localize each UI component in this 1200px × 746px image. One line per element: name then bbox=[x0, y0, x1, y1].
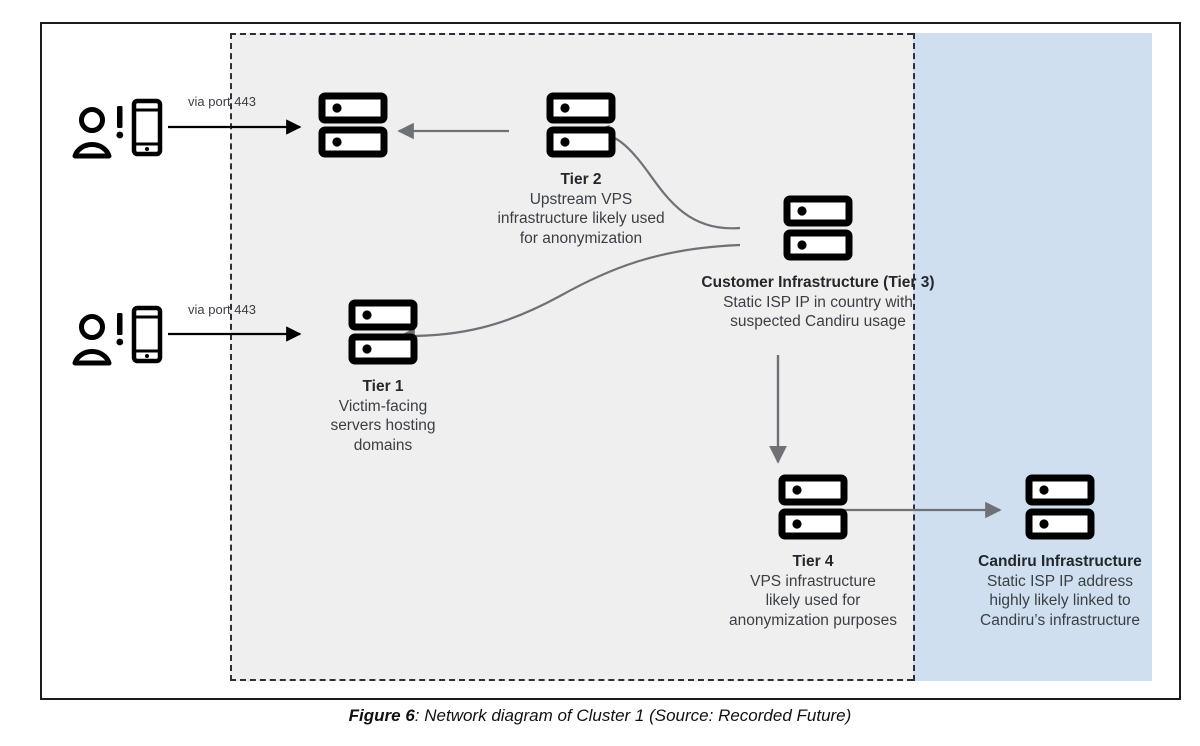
edge-label-via-port-443-bottom: via port 443 bbox=[188, 302, 256, 317]
node-tier3-title: Customer Infrastructure (Tier 3) bbox=[701, 274, 935, 291]
node-tier2-description: Upstream VPS infrastructure likely used … bbox=[497, 190, 665, 247]
node-tier3-caption: Customer Infrastructure (Tier 3) Static … bbox=[668, 273, 968, 332]
victim-phone-icon bbox=[72, 305, 163, 366]
figure-caption-label: Figure 6 bbox=[348, 706, 415, 725]
node-tier1-caption: Tier 1 Victim-facing servers hosting dom… bbox=[253, 377, 513, 455]
node-tier1-title: Tier 1 bbox=[362, 378, 404, 395]
node-tier2-title: Tier 2 bbox=[560, 171, 602, 188]
server-icon bbox=[778, 474, 848, 540]
server-icon bbox=[318, 92, 388, 158]
node-candiru-title: Candiru Infrastructure bbox=[978, 553, 1142, 570]
node-candiru-caption: Candiru Infrastructure Static ISP IP add… bbox=[940, 552, 1180, 630]
node-tier3-customer-infrastructure: Customer Infrastructure (Tier 3) Static … bbox=[701, 193, 935, 330]
candiru-infrastructure-zone bbox=[913, 33, 1152, 681]
victim-phone-icon bbox=[72, 98, 163, 159]
victim-node-bottom bbox=[72, 299, 164, 371]
edge-label-via-port-443-top: via port 443 bbox=[188, 94, 256, 109]
node-tier4: Tier 4 VPS infrastructure likely used fo… bbox=[729, 472, 897, 629]
figure-caption-text: : Network diagram of Cluster 1 (Source: … bbox=[414, 706, 852, 725]
server-icon bbox=[348, 299, 418, 365]
node-tier2: Tier 2 Upstream VPS infrastructure likel… bbox=[497, 90, 665, 247]
node-candiru-infrastructure: Candiru Infrastructure Static ISP IP add… bbox=[978, 472, 1142, 629]
node-tier4-title: Tier 4 bbox=[792, 553, 834, 570]
node-tier2-caption: Tier 2 Upstream VPS infrastructure likel… bbox=[451, 170, 711, 248]
server-icon bbox=[546, 92, 616, 158]
server-node-tier2-edge bbox=[318, 90, 388, 160]
node-tier4-caption: Tier 4 VPS infrastructure likely used fo… bbox=[673, 552, 953, 630]
victim-node-top bbox=[72, 92, 164, 164]
node-tier4-description: VPS infrastructure likely used for anony… bbox=[728, 572, 898, 629]
server-icon bbox=[783, 195, 853, 261]
figure-caption: Figure 6: Network diagram of Cluster 1 (… bbox=[0, 706, 1200, 726]
node-candiru-description: Static ISP IP address highly likely link… bbox=[980, 572, 1140, 629]
node-tier1-description: Victim-facing servers hosting domains bbox=[330, 397, 436, 454]
node-tier1: Tier 1 Victim-facing servers hosting dom… bbox=[318, 297, 448, 454]
node-tier3-description: Static ISP IP in country with suspected … bbox=[723, 293, 913, 331]
server-icon bbox=[1025, 474, 1095, 540]
